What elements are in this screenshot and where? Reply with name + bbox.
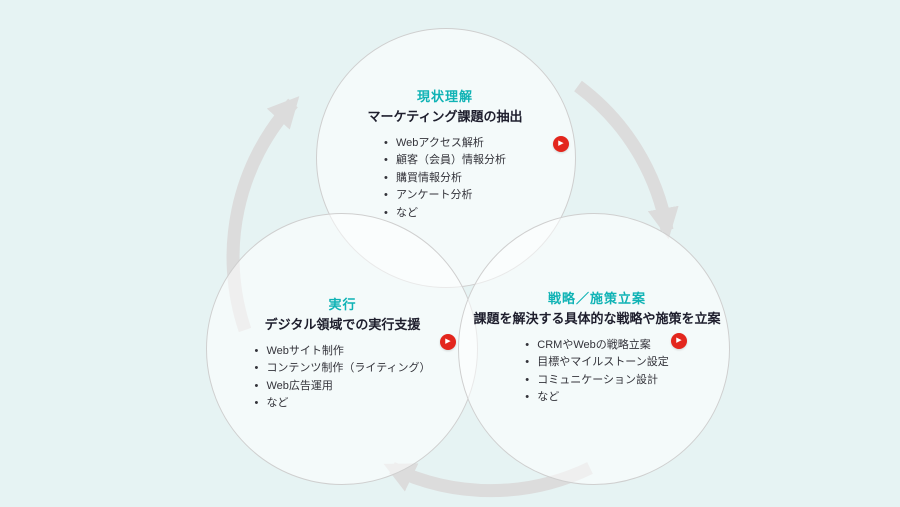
bullet-list: Webサイト制作 コンテンツ制作（ライティング） Web広告運用 など (254, 343, 430, 413)
list-item: CRMやWebの戦略立案 (525, 337, 668, 355)
play-arrow-icon: ▶ (676, 337, 682, 344)
section-title: 実行 (328, 297, 357, 312)
bullet-list: CRMやWebの戦略立案 目標やマイルストーン設定 コミュニケーション設計 など (525, 337, 668, 407)
section-subtitle: マーケティング課題の抽出 (367, 109, 523, 124)
section-title: 戦略／施策立案 (547, 291, 646, 306)
list-item: アンケート分析 (384, 187, 506, 205)
play-arrow-icon: ▶ (558, 140, 564, 147)
list-item: など (525, 389, 668, 407)
red-arrow-badge: ▶ (553, 136, 569, 152)
list-item: 購買情報分析 (384, 170, 506, 188)
red-arrow-badge: ▶ (671, 333, 687, 349)
strategy-content: 戦略／施策立案 課題を解決する具体的な戦略や施策を立案 CRMやWebの戦略立案… (473, 288, 721, 407)
list-item: コンテンツ制作（ライティング） (254, 360, 430, 378)
list-item: など (384, 205, 506, 223)
list-item: Webサイト制作 (254, 343, 430, 361)
section-subtitle: デジタル領域での実行支援 (264, 317, 421, 332)
bullet-list: Webアクセス解析 顧客（会員）情報分析 購買情報分析 アンケート分析 など (384, 135, 506, 223)
list-item: 顧客（会員）情報分析 (384, 152, 506, 170)
red-arrow-badge: ▶ (440, 334, 456, 350)
list-item: コミュニケーション設計 (525, 372, 668, 390)
list-item: など (254, 395, 430, 413)
section-subtitle: 課題を解決する具体的な戦略や施策を立案 (473, 311, 721, 326)
arrow-right-down (574, 80, 679, 240)
list-item: 目標やマイルストーン設定 (525, 354, 668, 372)
execution-content: 実行 デジタル領域での実行支援 Webサイト制作 コンテンツ制作（ライティング）… (225, 294, 460, 413)
list-item: Web広告運用 (254, 378, 430, 396)
play-arrow-icon: ▶ (445, 338, 451, 345)
current-analysis-content: 現状理解 マーケティング課題の抽出 Webアクセス解析 顧客（会員）情報分析 購… (325, 86, 565, 223)
list-item: Webアクセス解析 (384, 135, 506, 153)
section-title: 現状理解 (416, 89, 473, 104)
